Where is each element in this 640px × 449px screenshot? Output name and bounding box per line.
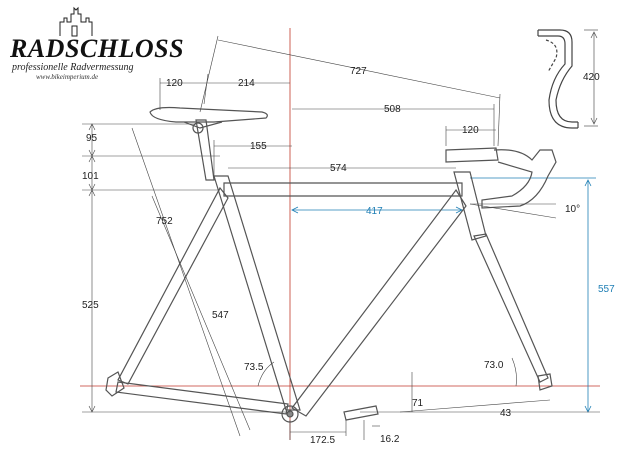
label-574: 574 [330,163,347,174]
handlebar-width-dimension [584,29,598,127]
dimension-lines [82,35,600,440]
label-120-stem: 120 [462,125,479,136]
label-214: 214 [238,78,255,89]
label-557: 557 [598,284,615,295]
label-525: 525 [82,300,99,311]
label-handlebar-width: 420 [583,72,600,83]
frame-tubes [105,119,557,417]
label-95: 95 [86,133,98,144]
label-101: 101 [82,171,99,182]
brand-name: RADSCHLOSS [10,34,185,63]
label-73-0: 73.0 [484,360,504,371]
reference-lines [80,28,600,440]
label-508: 508 [384,104,401,115]
castle-logo-icon [59,6,93,37]
label-155: 155 [250,141,267,152]
blue-dimensions [291,177,596,413]
label-752: 752 [156,216,173,227]
bottom-bracket [281,405,379,423]
label-43: 43 [500,408,512,419]
label-172-5: 172.5 [310,435,335,446]
label-120-top: 120 [166,78,183,89]
label-10-degrees: 10° [565,204,580,215]
label-417: 417 [366,206,383,217]
brand-url: www.bikeimperium.de [36,73,99,81]
label-71: 71 [412,398,424,409]
label-73-5: 73.5 [244,362,264,373]
brand-tagline: professionelle Radvermessung [12,62,134,73]
brand-logo: RADSCHLOSS professionelle Radvermessung … [10,34,185,82]
saddle-icon [149,106,268,134]
label-727: 727 [350,66,367,77]
label-547: 547 [212,310,229,321]
label-16-2: 16.2 [380,434,400,445]
handlebar-drop-icon [537,29,579,129]
